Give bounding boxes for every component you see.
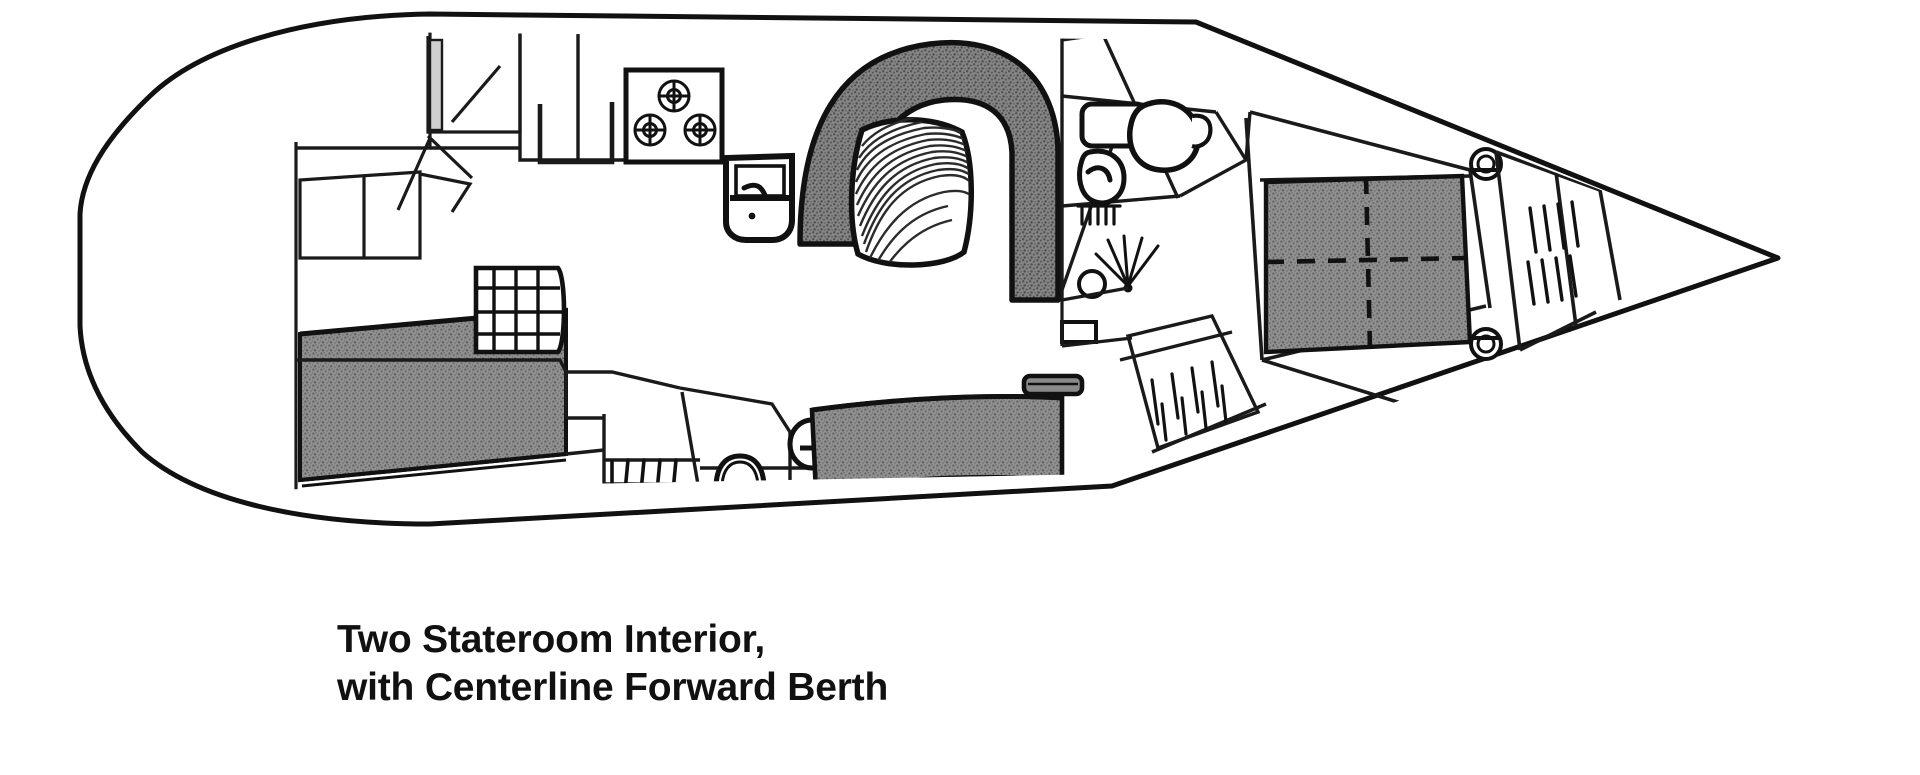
shower-drain xyxy=(1077,234,1160,299)
forward-berth xyxy=(1263,173,1473,355)
companionway xyxy=(473,265,567,355)
hull-outline xyxy=(77,11,1781,527)
dinette-table xyxy=(848,117,974,268)
hanging-locker-vents xyxy=(1526,200,1580,306)
stove xyxy=(623,67,725,165)
head-toilet xyxy=(713,453,767,492)
head-louvre-lines xyxy=(610,458,678,492)
starboard-locker xyxy=(1119,314,1267,454)
caption-line-2: with Centerline Forward Berth xyxy=(337,665,889,709)
galley-sink xyxy=(723,152,795,243)
plan-caption: Two Stateroom Interior, with Centerline … xyxy=(337,616,1237,711)
starboard-locker-vents xyxy=(1150,360,1228,442)
caption-line-1: Two Stateroom Interior, xyxy=(337,618,766,661)
nav-locker-vents xyxy=(1076,204,1122,226)
nav-basin xyxy=(1127,99,1213,173)
nav-toilet xyxy=(1077,148,1127,206)
deck-box xyxy=(1021,373,1085,397)
inner-hull-lines xyxy=(296,146,1133,348)
deck-hatch xyxy=(1469,147,1503,361)
hanging-locker xyxy=(1494,150,1601,352)
icebox xyxy=(537,102,615,165)
chart-table xyxy=(1060,320,1098,344)
